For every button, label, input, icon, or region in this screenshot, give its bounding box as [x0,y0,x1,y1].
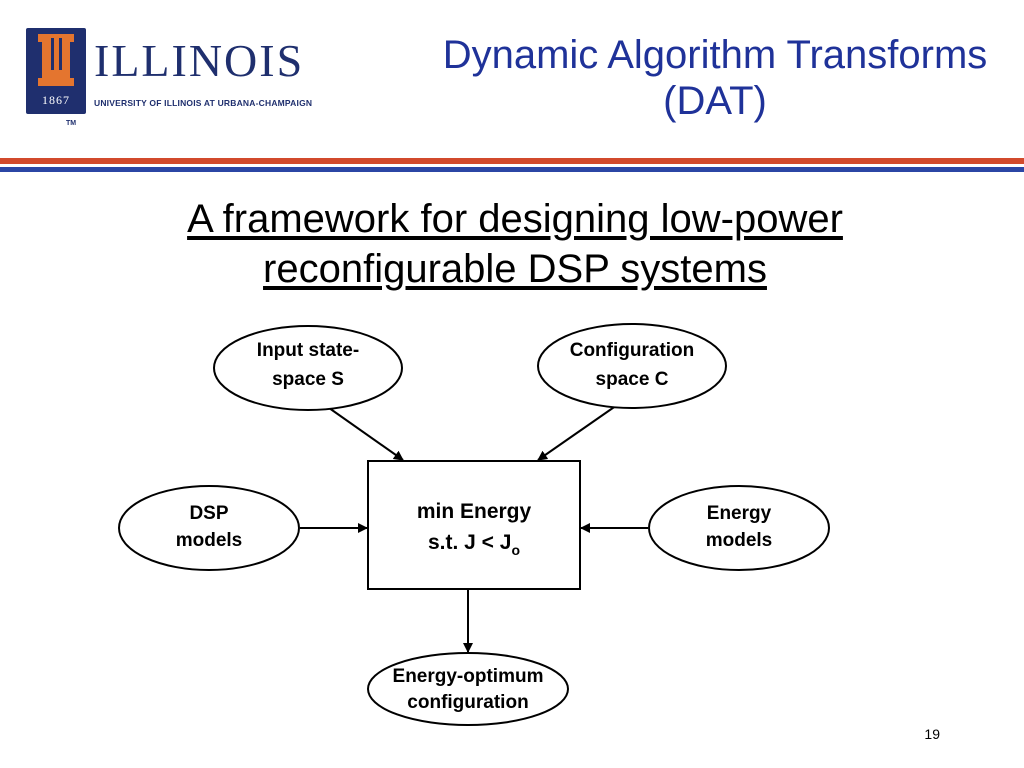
input-state-line2: space [272,369,326,390]
dsp-models-line1: DSP [189,503,228,524]
header-rule-blue [0,167,1024,172]
optimization-subscript: o [511,542,520,558]
config-space-line1: Configuration [570,340,695,361]
output-line1: Energy-optimum [393,666,544,687]
energy-models-line2: models [706,530,773,551]
svg-text:space C: space C [596,369,669,390]
config-space-var: C [655,369,669,390]
output-line2: configuration [407,692,528,713]
arrow-input-to-center [321,402,404,461]
input-state-line1: Input state- [257,340,359,361]
slide-title: Dynamic Algorithm Transforms (DAT) [442,33,988,123]
svg-text:s.t. J < Jo: s.t. J < Jo [428,531,520,558]
optimization-box: min Energy s.t. J < Jo [367,460,581,590]
block-i-icon [38,34,74,86]
university-logo: 1867 ILLINOIS UNIVERSITY OF ILLINOIS AT … [26,26,346,132]
seal-year: 1867 [42,93,70,107]
logo-trademark: TM [66,120,77,127]
energy-optimum-node: Energy-optimum configuration [367,652,569,726]
dsp-models-node: DSP models [118,485,300,571]
input-state-space-node: Input state- space S [213,325,403,411]
input-state-var: S [331,369,344,390]
arrow-config-to-center [537,402,621,461]
config-space-line2: space [596,369,650,390]
page-number: 19 [924,726,940,742]
dsp-models-line2: models [176,530,243,551]
energy-models-line1: Energy [707,503,772,524]
logo-university-name: UNIVERSITY OF ILLINOIS AT URBANA-CHAMPAI… [94,98,313,108]
svg-text:space S: space S [272,369,344,390]
energy-models-node: Energy models [648,485,830,571]
header-rule-orange [0,158,1024,164]
optimization-line2: s.t. J < J [428,531,511,554]
logo-wordmark: ILLINOIS [94,35,305,86]
optimization-line1: min Energy [417,500,532,523]
illinois-seal-icon: 1867 [26,28,86,114]
slide-subtitle: A framework for designing low-power reco… [187,197,843,291]
configuration-space-node: Configuration space C [537,323,727,409]
